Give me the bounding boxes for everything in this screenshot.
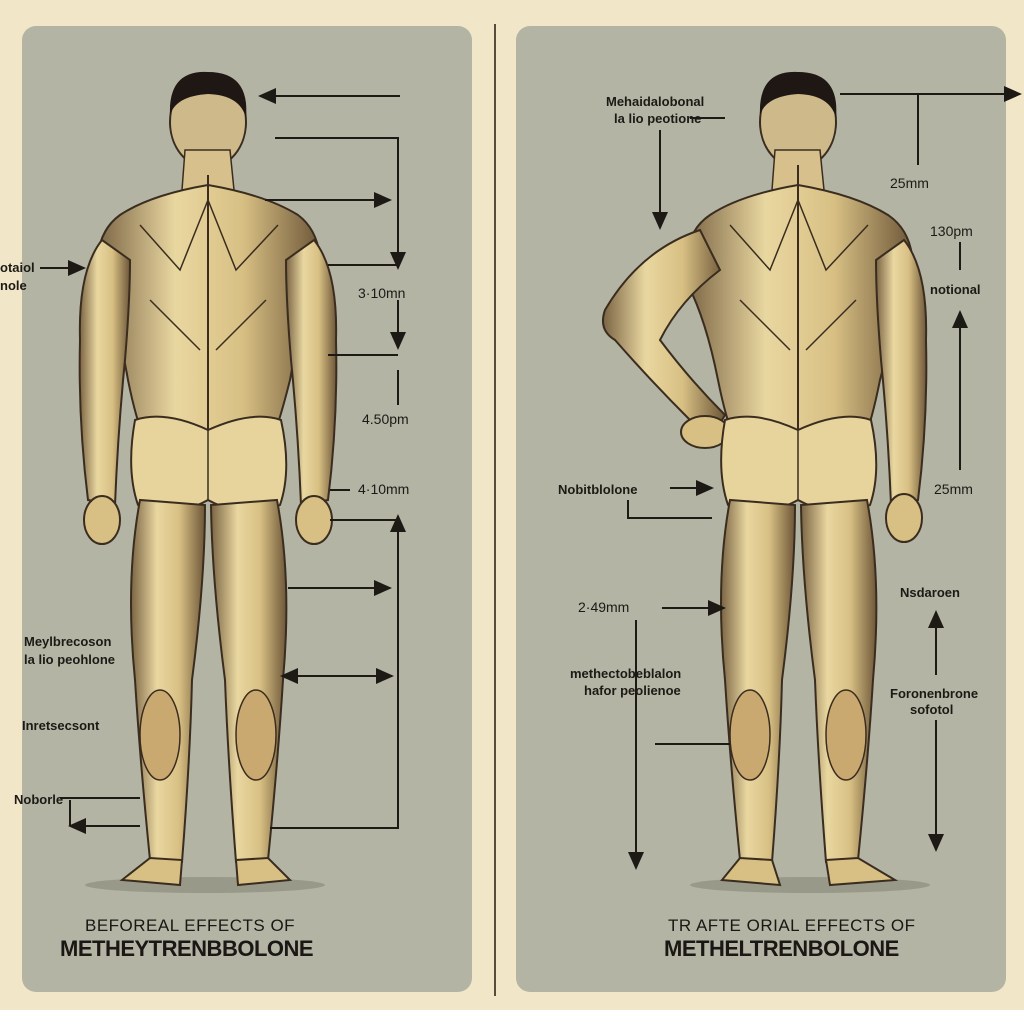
measurement-label: 3·10mn — [358, 285, 406, 301]
annotation-label: Mehaidalobonal — [606, 94, 705, 109]
annotation-label: Inretsecsont — [22, 718, 100, 733]
annotation-label: notional — [930, 282, 981, 297]
after-caption-line2: METHELTRENBOLONE — [664, 936, 899, 961]
measurement-label: 130pm — [930, 223, 973, 239]
side-label-bottom: nole — [0, 278, 27, 293]
annotation-label: Foronenbrone — [890, 686, 979, 701]
measurement-label: 4·10mm — [358, 481, 410, 497]
annotation-label: la lio peotione — [614, 111, 702, 126]
annotation-label: Meylbrecoson — [24, 634, 112, 649]
center-divider — [494, 24, 496, 996]
before-figure — [78, 71, 338, 893]
annotation-label: Nobitblolone — [558, 482, 638, 497]
measurement-label: 25mm — [890, 175, 929, 191]
before-caption-line1: BEFOREAL EFFECTS OF — [85, 916, 296, 935]
measurement-label: 2·49mm — [578, 599, 630, 615]
before-arrows — [40, 88, 406, 834]
bottom-strip — [0, 1010, 1024, 1024]
measurement-label: 25mm — [934, 481, 973, 497]
annotation-label: hafor peolienoe — [584, 683, 681, 698]
annotation-label: methectobeblalon — [570, 666, 682, 681]
annotation-label: Noborle — [14, 792, 64, 807]
after-figure — [602, 71, 930, 893]
before-caption-line2: METHEYTRENBBOLONE — [60, 936, 314, 961]
after-arrows — [627, 86, 1022, 870]
side-label-top: otaiol — [0, 260, 35, 275]
measurement-label: 4.50pm — [362, 411, 409, 427]
after-caption-line1: TR AFTE ORIAL EFFECTS OF — [668, 916, 916, 935]
annotation-label: Nsdaroen — [900, 585, 960, 600]
annotation-label: sofotol — [910, 702, 954, 717]
annotation-label: la lio peohlone — [24, 652, 116, 667]
